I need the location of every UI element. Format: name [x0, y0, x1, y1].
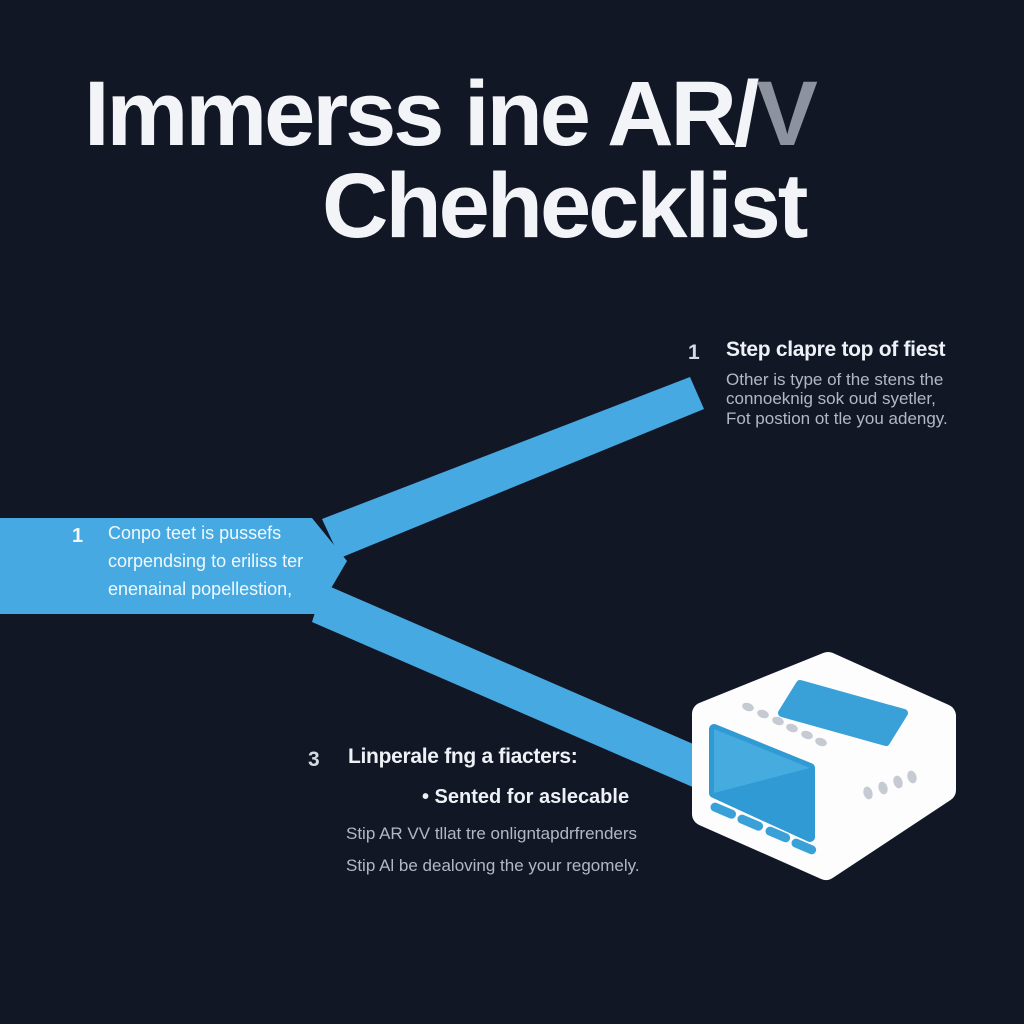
step-body-line: Stip Al be dealoving the your regomely.	[346, 856, 640, 875]
band-upper-diagonal	[322, 377, 704, 558]
step-heading: Linperale fng a fiacters:	[348, 745, 578, 768]
step-body-line: Conpo teet is pussefs	[108, 523, 282, 543]
step-body-line: Fot postion ot tle you adengy.	[726, 409, 948, 428]
title-main-text: Immerss ine AR/	[84, 63, 760, 165]
step-body-line: enenainal popellestion,	[108, 579, 293, 599]
device-side-dots	[863, 770, 917, 800]
device-front-vents	[710, 802, 817, 855]
step-body-line: corpendsing to eriliss ter	[108, 551, 304, 571]
step-body-line: Other is type of the stens the	[726, 370, 944, 389]
device-screen-sheen	[714, 729, 810, 793]
title-accent-letter: V	[756, 63, 818, 165]
vr-media-device-icon	[692, 652, 956, 880]
band-lower-diagonal	[312, 584, 790, 824]
step-number: 3	[308, 748, 320, 771]
step-number: 1	[688, 341, 700, 364]
step-bullet-item: • Sented for aslecable	[422, 786, 630, 808]
step-number: 1	[72, 525, 84, 547]
device-top-slot	[778, 680, 908, 746]
page-title-line1: Immerss ine AR/V	[84, 63, 818, 165]
step-heading: Step clapre top of fiest	[726, 338, 946, 361]
step-body-line: connoeknig sok oud syetler,	[726, 389, 936, 408]
device-top-dots	[742, 702, 827, 747]
band-left	[0, 518, 347, 614]
step-body-line: Stip AR VV tllat tre onligntapdrfrenders	[346, 824, 638, 843]
page-title-line2: Chehecklist	[322, 155, 808, 257]
